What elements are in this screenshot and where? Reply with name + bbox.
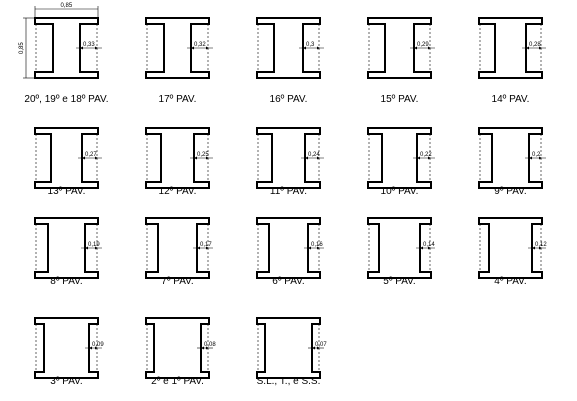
- dimension-value: 0,17: [200, 242, 212, 248]
- dimension-arrow: [526, 46, 529, 50]
- dimension-value: 0,32: [194, 42, 206, 48]
- dimension-arrow: [317, 156, 320, 160]
- dimension-arrow: [529, 156, 532, 160]
- section-outline: [256, 317, 321, 379]
- dimension-arrow: [95, 346, 98, 350]
- dimension-value: 0,25: [197, 152, 209, 158]
- dimension-arrow: [95, 156, 98, 160]
- dimension-arrow: [95, 246, 98, 250]
- dimension-arrow: [308, 246, 311, 250]
- dimension-value: 0,19: [88, 242, 100, 248]
- dimension-arrow: [194, 156, 197, 160]
- section-outline: [256, 217, 321, 279]
- dimension-value: 0,29: [417, 42, 429, 48]
- dimension-arrow: [317, 46, 320, 50]
- dimension-arrow: [428, 46, 431, 50]
- dimension-value: 0,16: [311, 242, 323, 248]
- section-outline: [34, 317, 99, 379]
- dimension-value: 0,27: [85, 152, 97, 158]
- dimension-arrow: [82, 156, 85, 160]
- section-caption: S.L., T., e S.S.: [256, 376, 321, 387]
- dimension-value: 0,3: [306, 42, 315, 48]
- dimension-value: 0,09: [92, 342, 104, 348]
- section-caption: 6º PAV.: [272, 276, 305, 287]
- section-outline: [145, 17, 210, 79]
- section-outline: [478, 217, 543, 279]
- section-outline: [145, 317, 210, 379]
- dimension-arrow: [191, 46, 194, 50]
- dimension-arrow: [539, 156, 542, 160]
- dimension-arrow: [539, 46, 542, 50]
- section-caption: 2º e 1º PAV.: [151, 376, 204, 387]
- section-outline: [367, 217, 432, 279]
- section-outline: [145, 127, 210, 189]
- overall-width-value: 0,85: [61, 3, 73, 9]
- dimension-arrow: [317, 246, 320, 250]
- dimension-arrow: [85, 246, 88, 250]
- overall-height-value: 0,85: [19, 42, 25, 54]
- dimension-arrow: [312, 346, 315, 350]
- dimension-arrow: [95, 46, 98, 50]
- section-outline: [367, 127, 432, 189]
- dimension-value: 0,07: [315, 342, 327, 348]
- dimension-arrow: [532, 246, 535, 250]
- dimension-arrow: [206, 156, 209, 160]
- section-outline: [256, 17, 321, 79]
- dimension-arrow: [414, 46, 417, 50]
- section-outline: [478, 17, 543, 79]
- dimension-value: 0,12: [535, 242, 547, 248]
- section-caption: 14º PAV.: [491, 94, 530, 105]
- section-caption: 4º PAV.: [494, 276, 527, 287]
- dimension-arrow: [317, 346, 320, 350]
- dimension-value: 0,28: [529, 42, 541, 48]
- section-outline: [34, 17, 99, 79]
- section-caption: 8º PAV.: [50, 276, 83, 287]
- dimension-arrow: [80, 46, 83, 50]
- dimension-arrow: [420, 246, 423, 250]
- dimension-arrow: [206, 46, 209, 50]
- dimension-arrow: [303, 46, 306, 50]
- dimension-arrow: [417, 156, 420, 160]
- section-caption: 7º PAV.: [161, 276, 194, 287]
- section-outline: [367, 17, 432, 79]
- dimension-arrow: [206, 346, 209, 350]
- section-outline: [34, 217, 99, 279]
- section-caption: 12º PAV.: [158, 186, 197, 197]
- dimension-arrow: [89, 346, 92, 350]
- section-caption: 11º PAV.: [269, 186, 308, 197]
- dimension-arrow: [305, 156, 308, 160]
- dimension-value: 0,08: [204, 342, 216, 348]
- dimension-value: 0,22: [420, 152, 432, 158]
- section-caption: 3º PAV.: [50, 376, 83, 387]
- dimension-value: 0,2: [532, 152, 541, 158]
- dimension-value: 0,24: [308, 152, 320, 158]
- dimension-arrow: [428, 246, 431, 250]
- section-caption: 13º PAV.: [47, 186, 86, 197]
- dimension-arrow: [206, 246, 209, 250]
- section-caption: 10º PAV.: [380, 186, 419, 197]
- dimension-arrow: [539, 246, 542, 250]
- dimension-arrow: [201, 346, 204, 350]
- section-outline: [256, 127, 321, 189]
- section-outline: [34, 127, 99, 189]
- dimension-value: 0,33: [83, 42, 95, 48]
- dimension-arrow: [428, 156, 431, 160]
- dimension-value: 0,14: [423, 242, 435, 248]
- section-caption: 9º PAV.: [494, 186, 527, 197]
- section-caption: 20º, 19º e 18º PAV.: [24, 94, 109, 105]
- section-caption: 15º PAV.: [380, 94, 419, 105]
- section-caption: 5º PAV.: [383, 276, 416, 287]
- section-outline: [478, 127, 543, 189]
- section-caption: 16º PAV.: [269, 94, 308, 105]
- dimension-arrow: [197, 246, 200, 250]
- section-outline: [145, 217, 210, 279]
- section-caption: 17º PAV.: [158, 94, 197, 105]
